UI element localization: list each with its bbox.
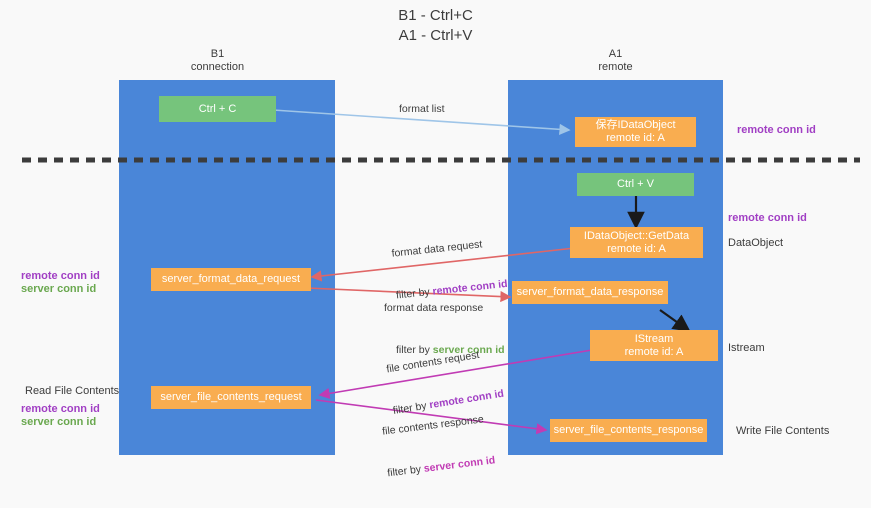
annotation-istream: Istream — [728, 342, 765, 354]
annotation-left-remote-conn-id-2: remote conn id — [21, 403, 100, 415]
box-idataobject-getdata[interactable]: IDataObject::GetData remote id: A — [570, 227, 703, 258]
edge-label-file-contents-response: file contents response filter by server … — [378, 384, 499, 508]
annotation-left-remote-conn-id: remote conn id — [21, 270, 100, 282]
annotation-remote-conn-id-mid: remote conn id — [728, 212, 807, 224]
edge-label-file-contents-response-text: file contents response — [381, 413, 485, 438]
edge-label-file-contents-request-text: file contents request — [385, 348, 481, 376]
box-server-file-contents-response[interactable]: server_file_contents_response — [550, 419, 707, 442]
annotation-remote-conn-id-top: remote conn id — [737, 124, 816, 136]
box-save-idataobject[interactable]: 保存IDataObject remote id: A — [575, 117, 696, 147]
edge-label-format-data-response-filter: filter by server conn id — [384, 343, 505, 357]
page-title: B1 - Ctrl+C A1 - Ctrl+V — [398, 7, 473, 44]
box-server-file-contents-request[interactable]: server_file_contents_request — [151, 386, 311, 409]
edge-label-format-data-response-text: format data response — [384, 302, 484, 314]
annotation-left-server-conn-id-2: server conn id — [21, 416, 97, 428]
box-ctrl-c[interactable]: Ctrl + C — [159, 96, 276, 122]
filter-key-server-conn-id: server conn id — [423, 454, 496, 475]
box-ctrl-v[interactable]: Ctrl + V — [577, 173, 694, 196]
annotation-dataobject: DataObject — [728, 237, 784, 249]
annotation-write-file-contents: Write File Contents — [736, 425, 830, 437]
edge-label-format-data-response: format data response filter by server co… — [384, 273, 505, 385]
box-server-format-data-request[interactable]: server_format_data_request — [151, 268, 311, 291]
diagram-canvas: B1 - Ctrl+C A1 - Ctrl+V B1 connection A1… — [21, 7, 860, 479]
filter-prefix: filter by — [396, 344, 433, 356]
edge-label-format-data-request-text: format data request — [391, 238, 483, 260]
edge-label-format-list: format list — [399, 103, 445, 115]
box-server-format-data-response[interactable]: server_format_data_response — [512, 281, 668, 304]
filter-key-server-conn-id: server conn id — [432, 344, 505, 356]
lane-header-b1: B1 connection — [190, 48, 245, 73]
filter-prefix: filter by — [386, 462, 425, 480]
annotation-read-file-contents: Read File Contents — [25, 385, 120, 397]
box-istream[interactable]: IStream remote id: A — [590, 330, 718, 361]
annotation-left-server-conn-id: server conn id — [21, 283, 97, 295]
lane-header-a1: A1 remote — [598, 48, 633, 73]
